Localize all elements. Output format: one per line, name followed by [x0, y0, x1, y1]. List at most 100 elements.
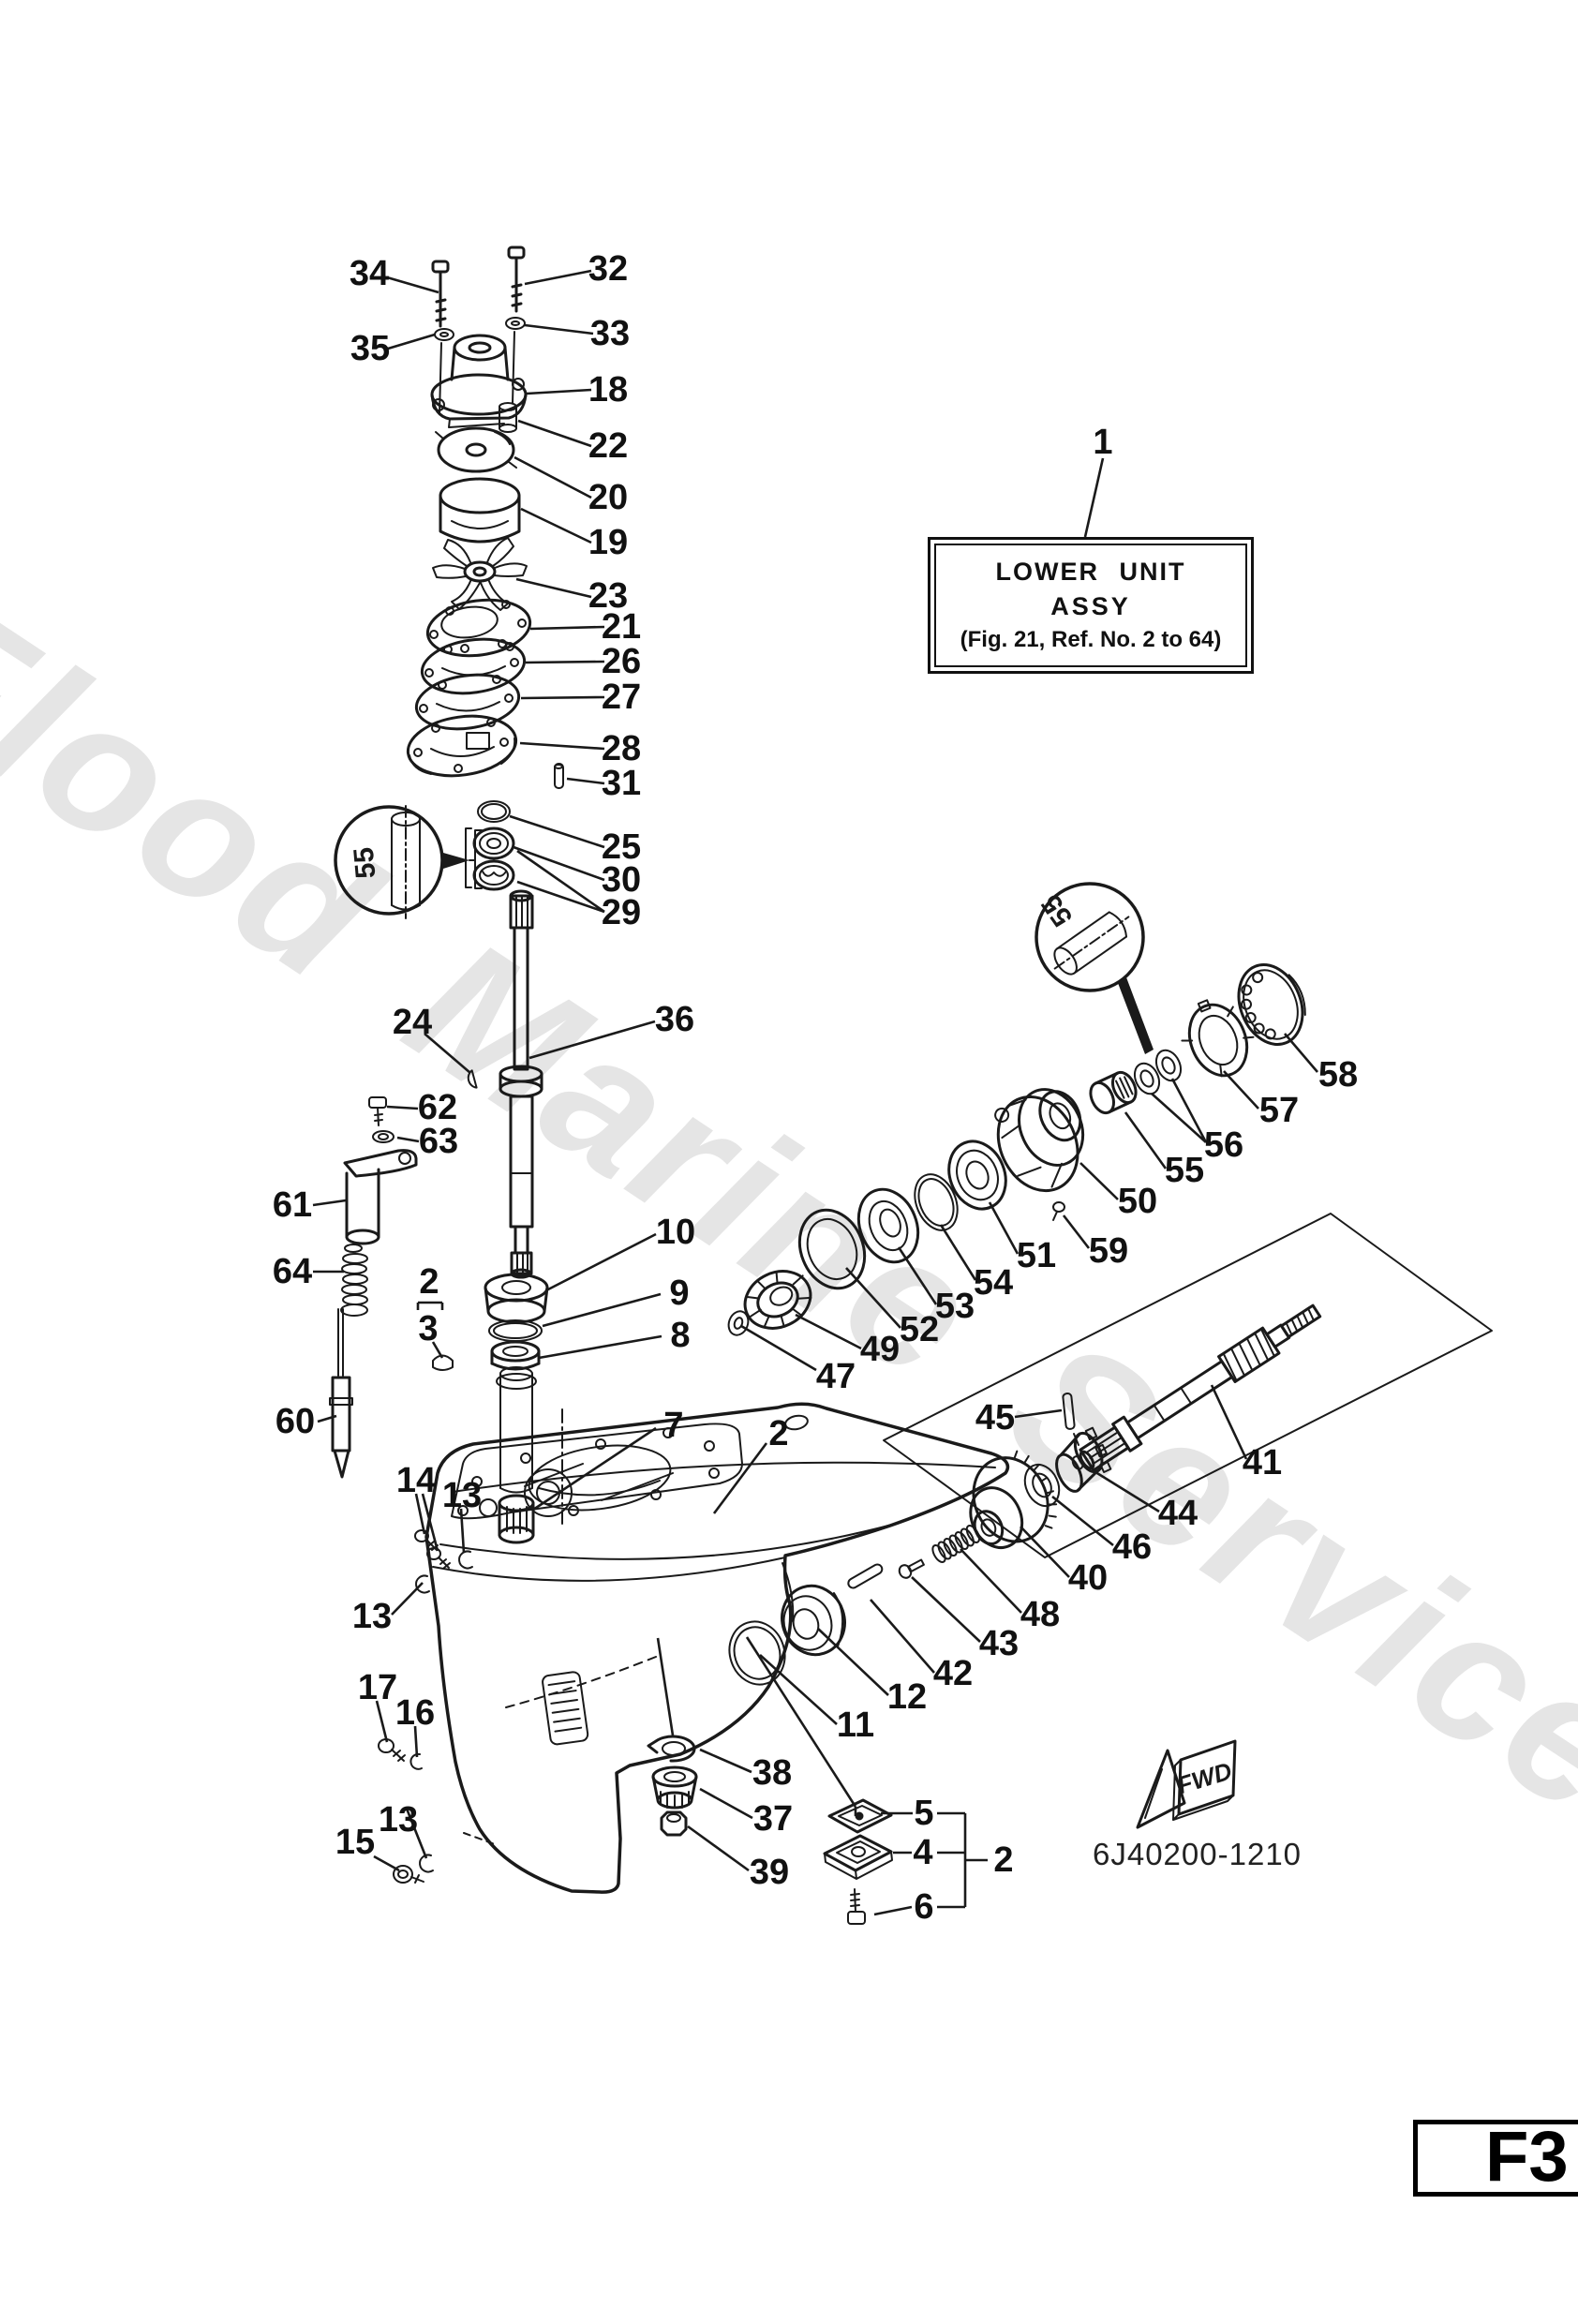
- callout-43: 43: [978, 1624, 1020, 1663]
- callout-37: 37: [752, 1799, 794, 1839]
- part-27-gasket: [413, 669, 523, 736]
- title-line-2: ASSY: [1050, 592, 1131, 620]
- callout-13: 13: [378, 1800, 419, 1840]
- callout-50: 50: [1117, 1182, 1158, 1221]
- callout-24: 24: [392, 1003, 433, 1042]
- part-9-oring: [489, 1320, 542, 1341]
- callout-22: 22: [588, 426, 629, 466]
- part-47-washer: [725, 1308, 752, 1337]
- callout-33: 33: [589, 314, 631, 353]
- part-53-seal: [848, 1181, 929, 1272]
- callout-25: 25: [601, 827, 642, 867]
- callout-53: 53: [934, 1287, 975, 1326]
- callout-16: 16: [394, 1693, 436, 1733]
- part-52-shim: [788, 1200, 875, 1298]
- part-14-screws: [415, 1530, 450, 1568]
- page-code: F3: [1485, 2117, 1569, 2197]
- lower-unit-assy-box: LOWER UNIT ASSY (Fig. 21, Ref. No. 2 to …: [928, 537, 1254, 674]
- callout-55: 55: [1164, 1151, 1205, 1190]
- callout-19: 19: [588, 523, 629, 562]
- part-35-washer: [435, 329, 454, 340]
- callout-62: 62: [417, 1088, 458, 1127]
- callout-4: 4: [913, 1833, 933, 1872]
- part-48-spring: [930, 1524, 982, 1564]
- part-11-oring: [722, 1615, 793, 1692]
- callout-3: 3: [418, 1309, 439, 1348]
- part-60-shift-rod: [330, 1309, 352, 1477]
- callout-2: 2: [993, 1840, 1014, 1880]
- callout-13: 13: [441, 1476, 483, 1515]
- drawing-number: 6J40200-1210: [1093, 1837, 1303, 1871]
- callout-59: 59: [1088, 1231, 1129, 1271]
- callout-63: 63: [418, 1122, 459, 1161]
- title-line-3: (Fig. 21, Ref. No. 2 to 64): [960, 627, 1222, 652]
- detail-circle-propshaft-pin: 55: [1035, 884, 1154, 1054]
- part-54-oring: [907, 1168, 965, 1236]
- part-56-washers: [1130, 1047, 1185, 1098]
- part-19-insert-cup: [440, 479, 519, 542]
- callout-12: 12: [886, 1677, 928, 1717]
- part-49-taper-bearing: [736, 1261, 820, 1339]
- part-22-collar: [499, 403, 516, 432]
- callout-2: 2: [768, 1414, 789, 1453]
- part-20-insert-plate: [436, 428, 516, 471]
- part-37-taper-bearing: [653, 1767, 696, 1808]
- part-39-nut: [662, 1812, 686, 1835]
- callout-13: 13: [351, 1597, 393, 1636]
- callout-18: 18: [588, 370, 629, 410]
- part-31-pin: [555, 764, 563, 788]
- callout-54: 54: [973, 1263, 1014, 1303]
- part-57-claw-washer: [1171, 990, 1263, 1087]
- callout-42: 42: [932, 1654, 974, 1693]
- part-58-ring-nut: [1228, 954, 1317, 1054]
- part-63-washer: [373, 1131, 394, 1142]
- leader-lines: [313, 271, 1317, 1914]
- part-5-gasket: [829, 1800, 891, 1832]
- callout-17: 17: [357, 1668, 398, 1707]
- callout-46: 46: [1111, 1527, 1153, 1567]
- callout-61: 61: [272, 1185, 313, 1225]
- part-41-prop-shaft: [1075, 1298, 1326, 1476]
- part-10-seal-housing: [485, 1274, 547, 1322]
- callout-30: 30: [601, 860, 642, 900]
- callout-27: 27: [601, 678, 642, 717]
- page-code-box: F3: [1413, 2120, 1578, 2197]
- detail-label: 55: [1035, 888, 1079, 931]
- callout-57: 57: [1258, 1091, 1300, 1130]
- callout-5: 5: [914, 1794, 934, 1833]
- detail-circle-driveshaft-bearings: 55: [335, 806, 482, 918]
- callout-41: 41: [1242, 1443, 1283, 1482]
- part-64-spring: [341, 1244, 367, 1316]
- part-61-shift-cam: [345, 1151, 416, 1244]
- callout-36: 36: [654, 1000, 695, 1039]
- callout-60: 60: [275, 1402, 316, 1441]
- part-59-screw: [1053, 1202, 1064, 1220]
- callout-8: 8: [670, 1316, 691, 1355]
- callout-14: 14: [395, 1461, 437, 1500]
- phantom-box: [884, 1214, 1492, 1557]
- part-51-oil-seal: [939, 1133, 1015, 1217]
- part-21-gasket: [424, 594, 533, 663]
- part-32-bolt: [509, 247, 524, 403]
- callout-44: 44: [1157, 1494, 1198, 1533]
- callout-64: 64: [272, 1252, 313, 1291]
- part-44-clutch-dog: [1047, 1427, 1116, 1496]
- fwd-label: FWD: [1174, 1756, 1236, 1799]
- part-55-spacer: [1086, 1068, 1140, 1116]
- part-18-water-pump-housing: [432, 335, 526, 427]
- part-6-bolt: [848, 1889, 865, 1924]
- callout-23: 23: [588, 576, 629, 616]
- callout-26: 26: [601, 642, 642, 681]
- callout-11: 11: [836, 1706, 875, 1745]
- part-16-washer: [410, 1754, 422, 1769]
- part-42-pin: [847, 1563, 885, 1590]
- part-15-bolt: [394, 1866, 424, 1883]
- part-8-oil-seal: [492, 1342, 539, 1369]
- part-12-bearing: [773, 1578, 854, 1663]
- callout-7: 7: [663, 1406, 684, 1445]
- callout-47: 47: [815, 1357, 856, 1396]
- part-17-screw: [379, 1739, 405, 1761]
- part-34-bolt: [433, 261, 448, 414]
- part-38-washer-claw: [648, 1736, 694, 1761]
